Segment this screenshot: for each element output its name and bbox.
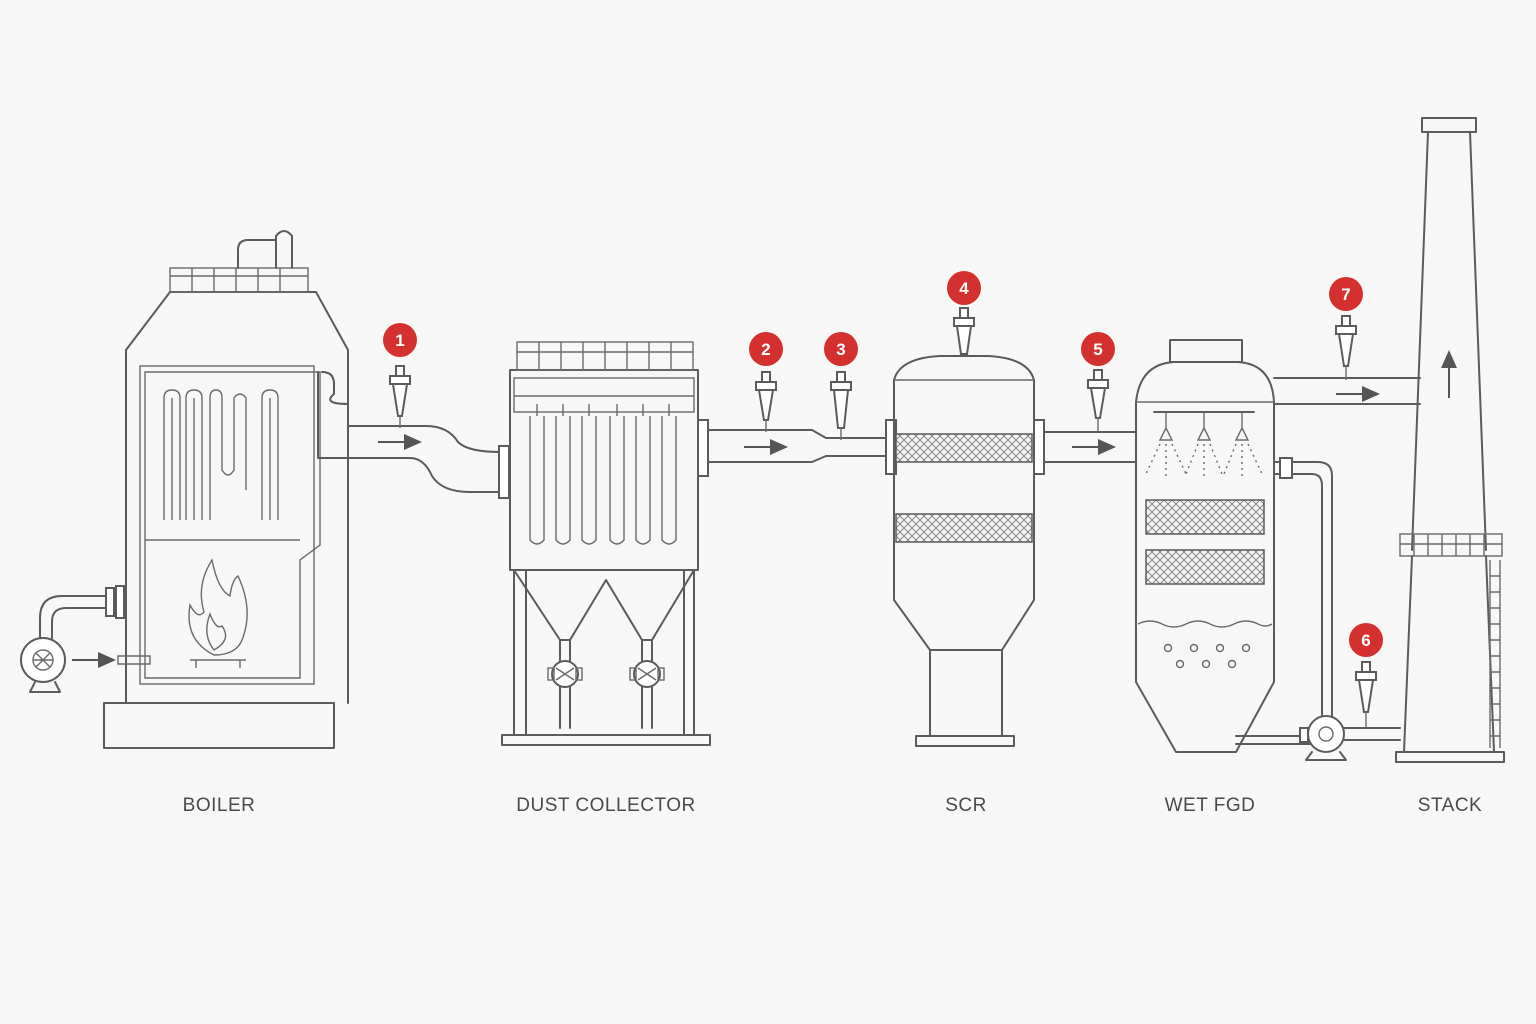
sampling-probe-icon	[1087, 369, 1109, 432]
boiler-body	[125, 291, 349, 704]
sampling-probe-icon	[389, 365, 411, 428]
stack	[1395, 117, 1505, 763]
boiler-feed-flange	[105, 587, 115, 617]
fgd-recirc-flange	[1279, 457, 1293, 479]
scr-body	[893, 355, 1035, 651]
boiler-label: BOILER	[183, 795, 256, 816]
boiler-feed-flange-2	[115, 585, 125, 619]
sampling-badge-number: 7	[1341, 285, 1350, 304]
boiler-tube-coils	[145, 389, 300, 541]
boiler	[20, 230, 349, 749]
stack-ladder	[1489, 560, 1501, 748]
boiler-top-railing	[169, 267, 309, 293]
flame-icon	[188, 558, 248, 668]
sampling-point-2[interactable]: 2	[749, 332, 783, 432]
stack-platform	[1399, 533, 1503, 557]
boiler-steam-drum	[275, 230, 293, 269]
dust-collector	[501, 341, 711, 746]
fgd-packing-layer	[1145, 549, 1265, 585]
sampling-badge	[947, 271, 981, 305]
sampling-point-3[interactable]: 3	[824, 332, 858, 440]
collector-base	[501, 734, 711, 746]
sampling-badge-number: 6	[1361, 631, 1370, 650]
dust-collector-label: DUST COLLECTOR	[516, 795, 695, 816]
fgd-recirculation-pipe	[1273, 461, 1333, 727]
sampling-badge-number: 3	[836, 340, 845, 359]
pump-icon	[1299, 715, 1347, 761]
fgd-top-cap	[1169, 339, 1243, 363]
scr-support	[929, 649, 1003, 737]
duct-boiler-to-collector	[317, 371, 510, 499]
sampling-point-4[interactable]: 4	[947, 271, 981, 355]
sampling-badge-number: 5	[1093, 340, 1102, 359]
sampling-badge	[1349, 623, 1383, 657]
collector-filter-bags	[529, 404, 677, 545]
collector-inlet-flange	[498, 445, 510, 499]
stack-lower	[1403, 555, 1495, 753]
sampling-probe-icon	[755, 371, 777, 432]
stack-base	[1395, 751, 1505, 763]
sampling-point-5[interactable]: 5	[1081, 332, 1115, 432]
scr-outlet-flange	[1033, 419, 1045, 475]
boiler-burner-nozzle	[117, 655, 151, 665]
collector-outlet-flange	[697, 419, 709, 477]
sampling-point-6[interactable]: 6	[1349, 623, 1383, 728]
fgd-body	[1135, 361, 1275, 753]
sampling-badge	[749, 332, 783, 366]
sampling-probe-icon	[1335, 315, 1357, 380]
sampling-badge	[1081, 332, 1115, 366]
boiler-wall	[144, 371, 321, 679]
scr-base	[915, 735, 1015, 747]
collector-body	[509, 369, 699, 571]
scr-label: SCR	[945, 795, 987, 816]
valve-icon	[547, 660, 583, 688]
duct-scr-to-fgd	[1043, 431, 1137, 463]
wet-fgd-absorber	[1135, 339, 1421, 761]
collector-plenum	[513, 377, 695, 413]
collector-hoppers	[513, 569, 695, 641]
fgd-bubbles	[1163, 643, 1251, 669]
sampling-probe-icon	[830, 371, 852, 440]
fgd-slurry-level	[1137, 620, 1273, 628]
sampling-point-7[interactable]: 7	[1329, 277, 1363, 380]
boiler-furnace	[139, 365, 315, 685]
wet-fgd-label: WET FGD	[1165, 795, 1256, 816]
pump-icon	[20, 637, 66, 693]
sampling-badge	[1329, 277, 1363, 311]
scr-catalyst-layer	[895, 513, 1033, 543]
fgd-packing-layer	[1145, 499, 1265, 535]
duct-fgd-to-stack	[1273, 377, 1421, 405]
valve-icon	[629, 660, 665, 688]
boiler-base	[103, 702, 335, 749]
sampling-badge	[824, 332, 858, 366]
duct-collector-to-scr	[707, 419, 897, 475]
spray-nozzle-icon	[1145, 412, 1263, 478]
collector-top-railing	[516, 341, 694, 371]
pump-discharge-pipe	[1343, 727, 1401, 741]
stack-upper	[1411, 131, 1487, 551]
scr-catalyst-layer	[895, 433, 1033, 463]
boiler-steam-pipe	[237, 239, 277, 269]
fgd-drain-pipe	[1235, 735, 1311, 745]
sampling-point-1[interactable]: 1	[383, 323, 417, 428]
sampling-probe-icon	[953, 307, 975, 355]
sampling-badge-number: 1	[395, 331, 404, 350]
sampling-badge-number: 4	[959, 279, 969, 298]
scr-reactor	[893, 355, 1045, 747]
sampling-badge	[383, 323, 417, 357]
collector-legs	[513, 569, 695, 736]
sampling-probe-icon	[1355, 661, 1377, 728]
boiler-feed-pipe	[39, 595, 109, 639]
stack-cap	[1421, 117, 1477, 133]
sampling-badge-number: 2	[761, 340, 770, 359]
stack-label: STACK	[1418, 795, 1482, 816]
